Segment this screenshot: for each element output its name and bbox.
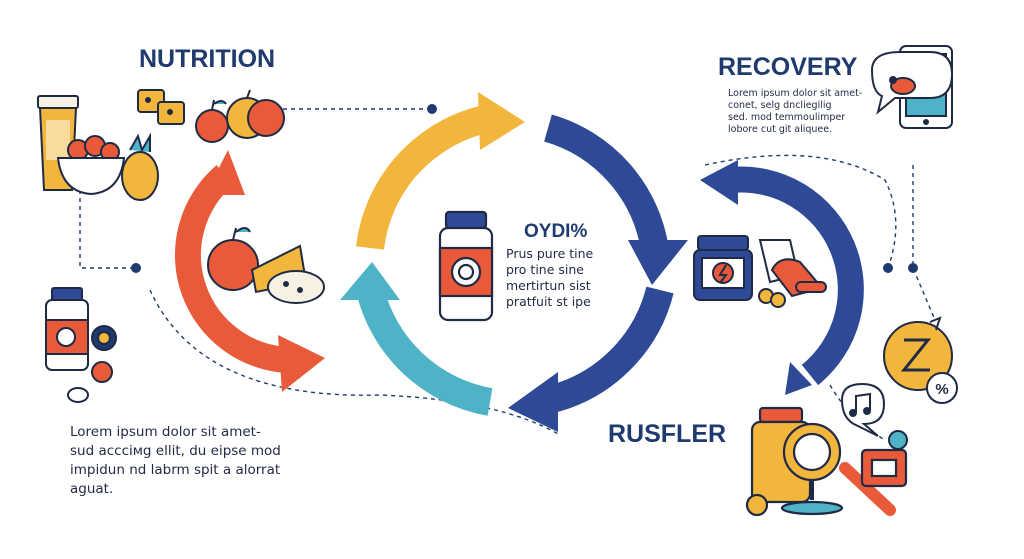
pineapple-icon: [121, 132, 159, 201]
connector-recovery-loop: [704, 154, 897, 269]
yellow-arrow: [356, 104, 493, 250]
pills-icon: [758, 239, 827, 308]
orange-fruit-icon: [226, 89, 285, 139]
blue-arrowhead-right: [628, 240, 688, 285]
teal-arrowhead: [340, 262, 400, 300]
recovery-cycle-arrow: [700, 160, 864, 395]
apple-icon: [195, 99, 229, 143]
connector-lines: [79, 108, 936, 441]
recovery-description: Lorem ipsum dolor sit amet- conet, selg …: [728, 88, 863, 135]
connector-bottom-left: [149, 289, 561, 436]
fruit-bowl-icon: [56, 135, 126, 196]
magnifier-bottle-icon: [745, 406, 908, 517]
recovery-heading: RECOVERY: [718, 53, 858, 81]
supplement-bottle-icon: [45, 287, 117, 403]
teal-arrow: [356, 286, 493, 416]
connector-dot: [883, 263, 893, 273]
connector-dot: [131, 263, 141, 273]
center-description: Prus pure tine pro tine sine mertirtun s…: [506, 246, 594, 309]
center-title: OYDI%: [524, 221, 587, 242]
apple-cheese-icon: [207, 227, 325, 304]
nutrition-heading: NUTRITION: [139, 45, 275, 73]
percent-icon: %: [926, 372, 958, 404]
blue-arrowhead-bottom: [508, 372, 558, 432]
sleep-clock-icon: [883, 316, 953, 391]
blue-arrow-right: [543, 114, 669, 253]
connector-dot: [908, 263, 918, 273]
nutrition-cycle-arrow: [174, 150, 325, 392]
central-cycle: [340, 92, 688, 432]
medicine-bottle-icon: [438, 210, 494, 322]
connector-recovery-right: [912, 165, 936, 321]
connector-dot: [427, 104, 437, 114]
pill-bottle-icon: [693, 235, 753, 301]
svg-text:%: %: [935, 381, 948, 398]
nutrition-description: Lorem ipsum dolor sit amet- sud accciмg …: [70, 424, 281, 497]
cheese-cubes-icon: [137, 89, 185, 125]
connector-nutrition-left: [79, 190, 135, 269]
blue-arrow-bottom: [544, 286, 674, 414]
rusfler-heading: RUSFLER: [608, 420, 726, 448]
music-note-icon: [840, 382, 908, 450]
tablet-chat-icon: [870, 45, 954, 129]
yellow-arrowhead: [478, 92, 525, 150]
